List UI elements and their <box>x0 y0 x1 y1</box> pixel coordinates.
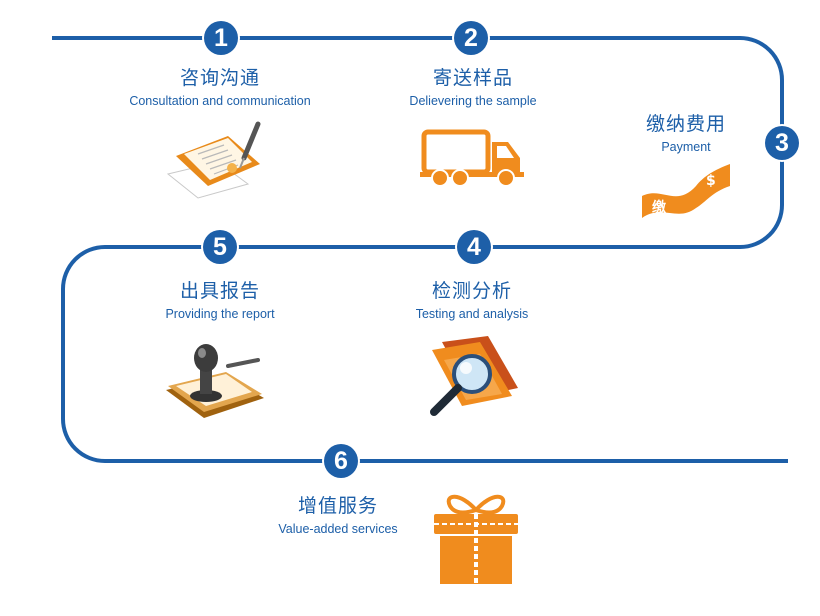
step-6-subtitle: Value-added services <box>278 522 398 536</box>
step-4-testing: 检测分析 Testing and analysis <box>352 279 592 323</box>
step-3-badge: 3 <box>765 126 799 160</box>
gift-box-icon <box>434 494 518 584</box>
step-1-badge: 1 <box>204 21 238 55</box>
payment-ribbon-char: 缴 <box>652 199 667 216</box>
step-2-subtitle: Delievering the sample <box>409 94 537 108</box>
step-2-title: 寄送样品 <box>432 67 513 89</box>
step-3-subtitle: Payment <box>661 140 711 154</box>
delivery-truck-icon <box>420 129 524 187</box>
flow-line <box>52 36 788 463</box>
payment-ribbon-icon: 缴 $ <box>642 164 730 218</box>
step-4-subtitle: Testing and analysis <box>415 307 529 321</box>
step-5-title: 出具报告 <box>179 280 260 302</box>
step-6-title: 增值服务 <box>297 495 378 517</box>
step-1-title: 咨询沟通 <box>179 67 260 89</box>
stamp-seal-icon <box>166 344 264 418</box>
step-6-badge: 6 <box>324 444 358 478</box>
step-4-title: 检测分析 <box>431 280 512 302</box>
step-3-title: 缴纳费用 <box>645 113 726 135</box>
step-2-delivery: 寄送样品 Delievering the sample <box>353 66 593 110</box>
step-5-report: 出具报告 Providing the report <box>100 279 340 323</box>
payment-ribbon-dollar: $ <box>706 173 716 189</box>
step-5-subtitle: Providing the report <box>165 307 275 321</box>
step-2-badge: 2 <box>454 21 488 55</box>
magnifier-folder-icon <box>430 336 518 416</box>
step-3-payment: 缴纳费用 Payment <box>616 112 756 156</box>
documents-signing-icon <box>166 121 261 199</box>
step-1-subtitle: Consultation and communication <box>129 94 311 108</box>
step-4-badge: 4 <box>457 230 491 264</box>
step-5-badge: 5 <box>203 230 237 264</box>
step-6-value-added: 增值服务 Value-added services <box>238 494 438 538</box>
step-1-consultation: 咨询沟通 Consultation and communication <box>100 66 340 110</box>
